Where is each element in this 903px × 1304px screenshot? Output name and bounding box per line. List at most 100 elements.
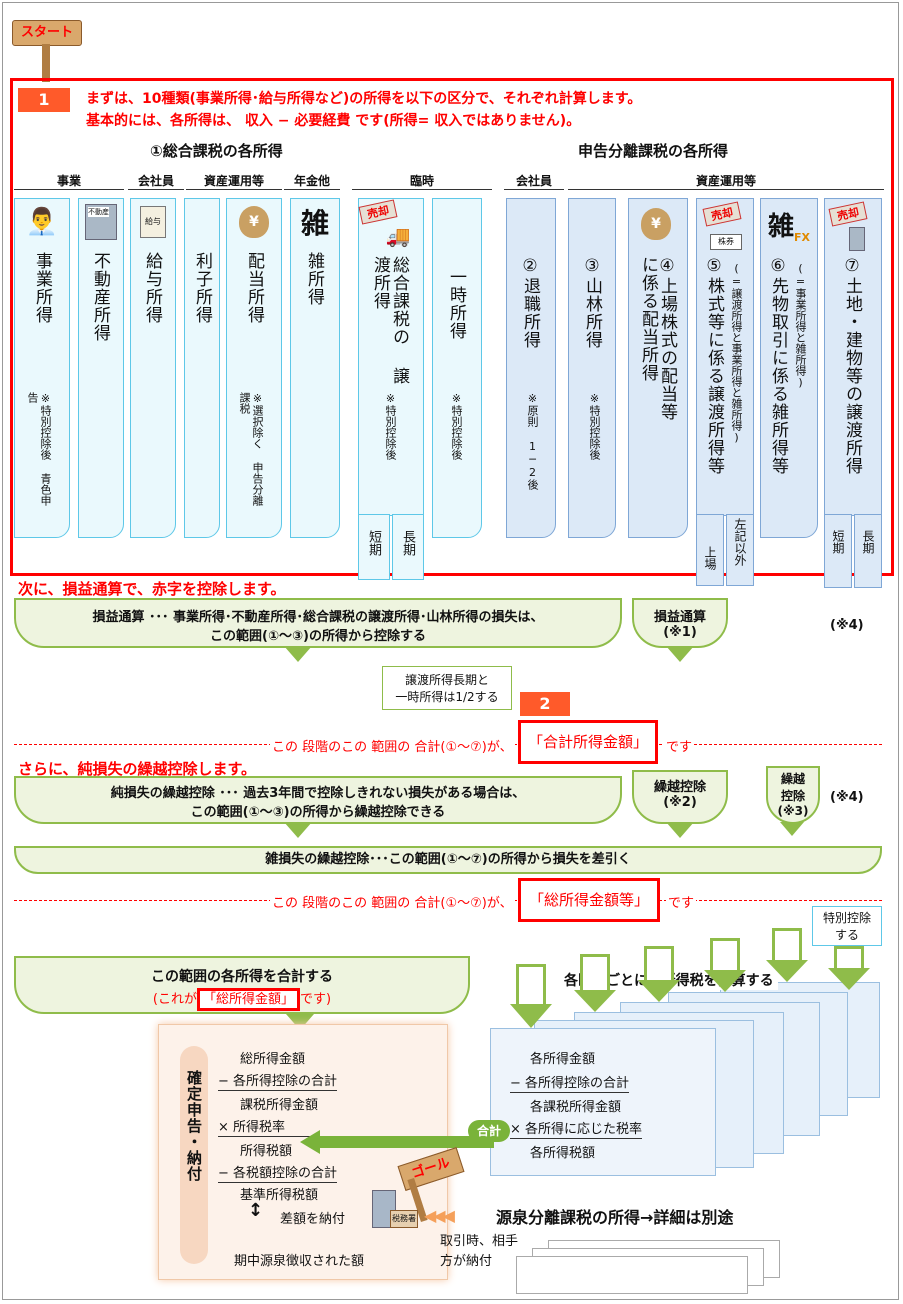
sub-land-short [824, 514, 852, 588]
money-bag-icon: ¥ [234, 202, 274, 242]
realestate-sign: 不動産 [88, 207, 109, 217]
paper-arrow-4 [710, 938, 740, 970]
cat-line-assets-2 [568, 189, 884, 190]
carry-side2-arrow [780, 822, 804, 836]
paper-arrow-1-tip [510, 1004, 552, 1028]
paper-arrow-1 [516, 964, 546, 1004]
carry-side-arrow [666, 822, 694, 838]
paper-stack-1 [490, 1028, 716, 1176]
col-forest-name: ③山林所得 [582, 256, 602, 349]
cat-header-business: 事業 [56, 174, 81, 188]
group-right-title: 申告分離課税の各所得 [578, 142, 729, 160]
col-business-name: 事業所得 [32, 252, 52, 324]
col-retirement-note: ※原則 1─2後 [526, 392, 539, 490]
col-futures-note: (=事業所得と雑所得) [794, 262, 807, 389]
paper-arrow-4-tip [704, 970, 746, 992]
loss-side-banner-note: (※1) [663, 625, 697, 640]
col-realestate-name: 不動産所得 [90, 252, 110, 342]
col-transfer-name: 総合課税の 譲渡所得 [370, 256, 409, 385]
step1-line2: 基本的には、各所得は、 収入 − 必要経費 です(所得= 収入ではありません)。 [86, 113, 581, 129]
col-occasional-income [432, 198, 482, 538]
left-calc-row-1: 総所得金額 [240, 1052, 306, 1067]
cat-header-pension: 年金他 [293, 174, 330, 188]
left-calc-row-3: 課税所得金額 [240, 1098, 319, 1113]
col-occasional-name: 一時所得 [446, 268, 466, 340]
misc-loss-banner: 雑損失の繰越控除･･･この範囲(①〜⑦)の所得から損失を差引く [14, 846, 882, 874]
right-calc-row-1: 各所得金額 [530, 1052, 596, 1067]
carry-heading: さらに、純損失の繰越控除します。 [18, 760, 257, 778]
step1-line1: まずは、10種類(事業所得･給与所得など)の所得を以下の区分で、それぞれ計算しま… [86, 91, 642, 107]
sub-stock-other-label: 左記以外 [733, 518, 747, 566]
step2-badge: 2 [520, 692, 570, 716]
withholding-arrows: ◀◀◀ [424, 1206, 455, 1225]
sub-land-long [854, 514, 882, 588]
start-sign: スタート [12, 20, 82, 46]
money-bag-yen: ¥ [239, 206, 269, 238]
fx-kanji: 雑 [767, 211, 794, 242]
step3-dash-suffix: です [666, 892, 697, 911]
loss-heading: 次に、損益通算で、赤字を控除します。 [18, 580, 286, 598]
half-note-line2: 一時所得は1/2する [395, 690, 499, 704]
carry-banner-line2: この範囲(①〜③)の所得から繰越控除できる [190, 805, 446, 820]
withheld-label: 期中源泉徴収された額 [234, 1254, 365, 1269]
col-interest-income [184, 198, 220, 538]
step1-box [10, 78, 894, 576]
special-deduct-line1: 特別控除 [822, 911, 871, 925]
col-business-income [14, 198, 70, 538]
carry-banner-line1: 純損失の繰越控除 ･･･ 過去3年間で控除しきれない損失がある場合は、 [110, 786, 526, 801]
col-transfer-note: ※特別控除後 [384, 392, 397, 460]
sub-land-short-label: 短期 [831, 530, 845, 554]
paper-arrow-6-tip [828, 968, 870, 990]
half-note: 譲渡所得長期と 一時所得は1/2する [382, 666, 512, 710]
cat-line-employee-2 [504, 189, 564, 190]
right-calc-row-2: − 各所得控除の合計 [510, 1072, 630, 1093]
misc-kanji-icon: 雑 [300, 207, 329, 240]
col-transfer-income [358, 198, 424, 516]
cat-line-business [14, 189, 124, 190]
col-stock-transfer-note: (=譲渡所得と事業所得と雑所得) [730, 262, 743, 444]
building-icon: 不動産 [82, 202, 120, 242]
withholding-paper-1 [516, 1256, 748, 1294]
diff-arrow-icon: ↕ [248, 1200, 264, 1221]
left-calc-row-2: − 各所得控除の合計 [218, 1070, 338, 1091]
paper-arrow-2-tip [574, 990, 616, 1012]
left-calc-side-bar [180, 1046, 208, 1264]
left-calc-row-4: × 所得税率 [218, 1116, 336, 1137]
sum-banner-line2-post: です) [300, 992, 332, 1007]
paper-arrow-3-tip [638, 980, 680, 1002]
sum-banner-line1: この範囲の各所得を合計する [151, 969, 333, 985]
loss-banner: 損益通算 ･･･ 事業所得･不動産所得･総合課税の譲渡所得･山林所得の損失は、 … [14, 598, 622, 648]
special-deduct-note: 特別控除 する [812, 906, 882, 946]
step1-badge: 1 [18, 88, 70, 112]
col-salary-income [130, 198, 176, 538]
col-stock-transfer [696, 198, 754, 516]
right-calc-row-3: 各課税所得金額 [530, 1100, 622, 1115]
sub-stock-listed [696, 514, 724, 586]
step3-dash-text: この 段階のこの 範囲の 合計(①〜⑦)が、 [270, 892, 515, 911]
loss-side-arrow [666, 646, 694, 662]
person-icon: 👨‍💼 [25, 207, 59, 237]
salary-envelope-icon: 給与 [134, 202, 172, 242]
stock-certificate-icon: 株券 [710, 234, 742, 250]
tax-office-label: 税務署 [390, 1210, 418, 1228]
note4-a: (※4) [830, 618, 864, 633]
paper-arrow-5 [772, 928, 802, 960]
col-misc-name: 雑所得 [304, 252, 324, 306]
sum-banner-callout: 「総所得金額」 [196, 988, 300, 1011]
sub-transfer-short [358, 514, 390, 580]
carry-side-banner-label: 繰越控除 [653, 780, 706, 795]
col-realestate-income [78, 198, 124, 538]
loss-side-banner: 損益通算 (※1) [632, 598, 728, 648]
sub-stock-other [726, 514, 754, 586]
special-deduct-line2: する [834, 928, 859, 942]
cat-header-employee: 会社員 [137, 174, 174, 188]
col-misc-income [290, 198, 340, 538]
left-calc-row-6: − 各税額控除の合計 [218, 1162, 338, 1183]
left-calc-row-5: 所得税額 [240, 1144, 293, 1159]
loss-banner-line2: この範囲(①〜③)の所得から控除する [210, 629, 426, 644]
step3-callout: 「総所得金額等」 [518, 878, 660, 922]
sum-banner: この範囲の各所得を合計する (これが「総所得金額」です) [14, 956, 470, 1014]
building-icon-2 [846, 226, 868, 252]
sub-transfer-short-label: 短期 [366, 530, 381, 556]
